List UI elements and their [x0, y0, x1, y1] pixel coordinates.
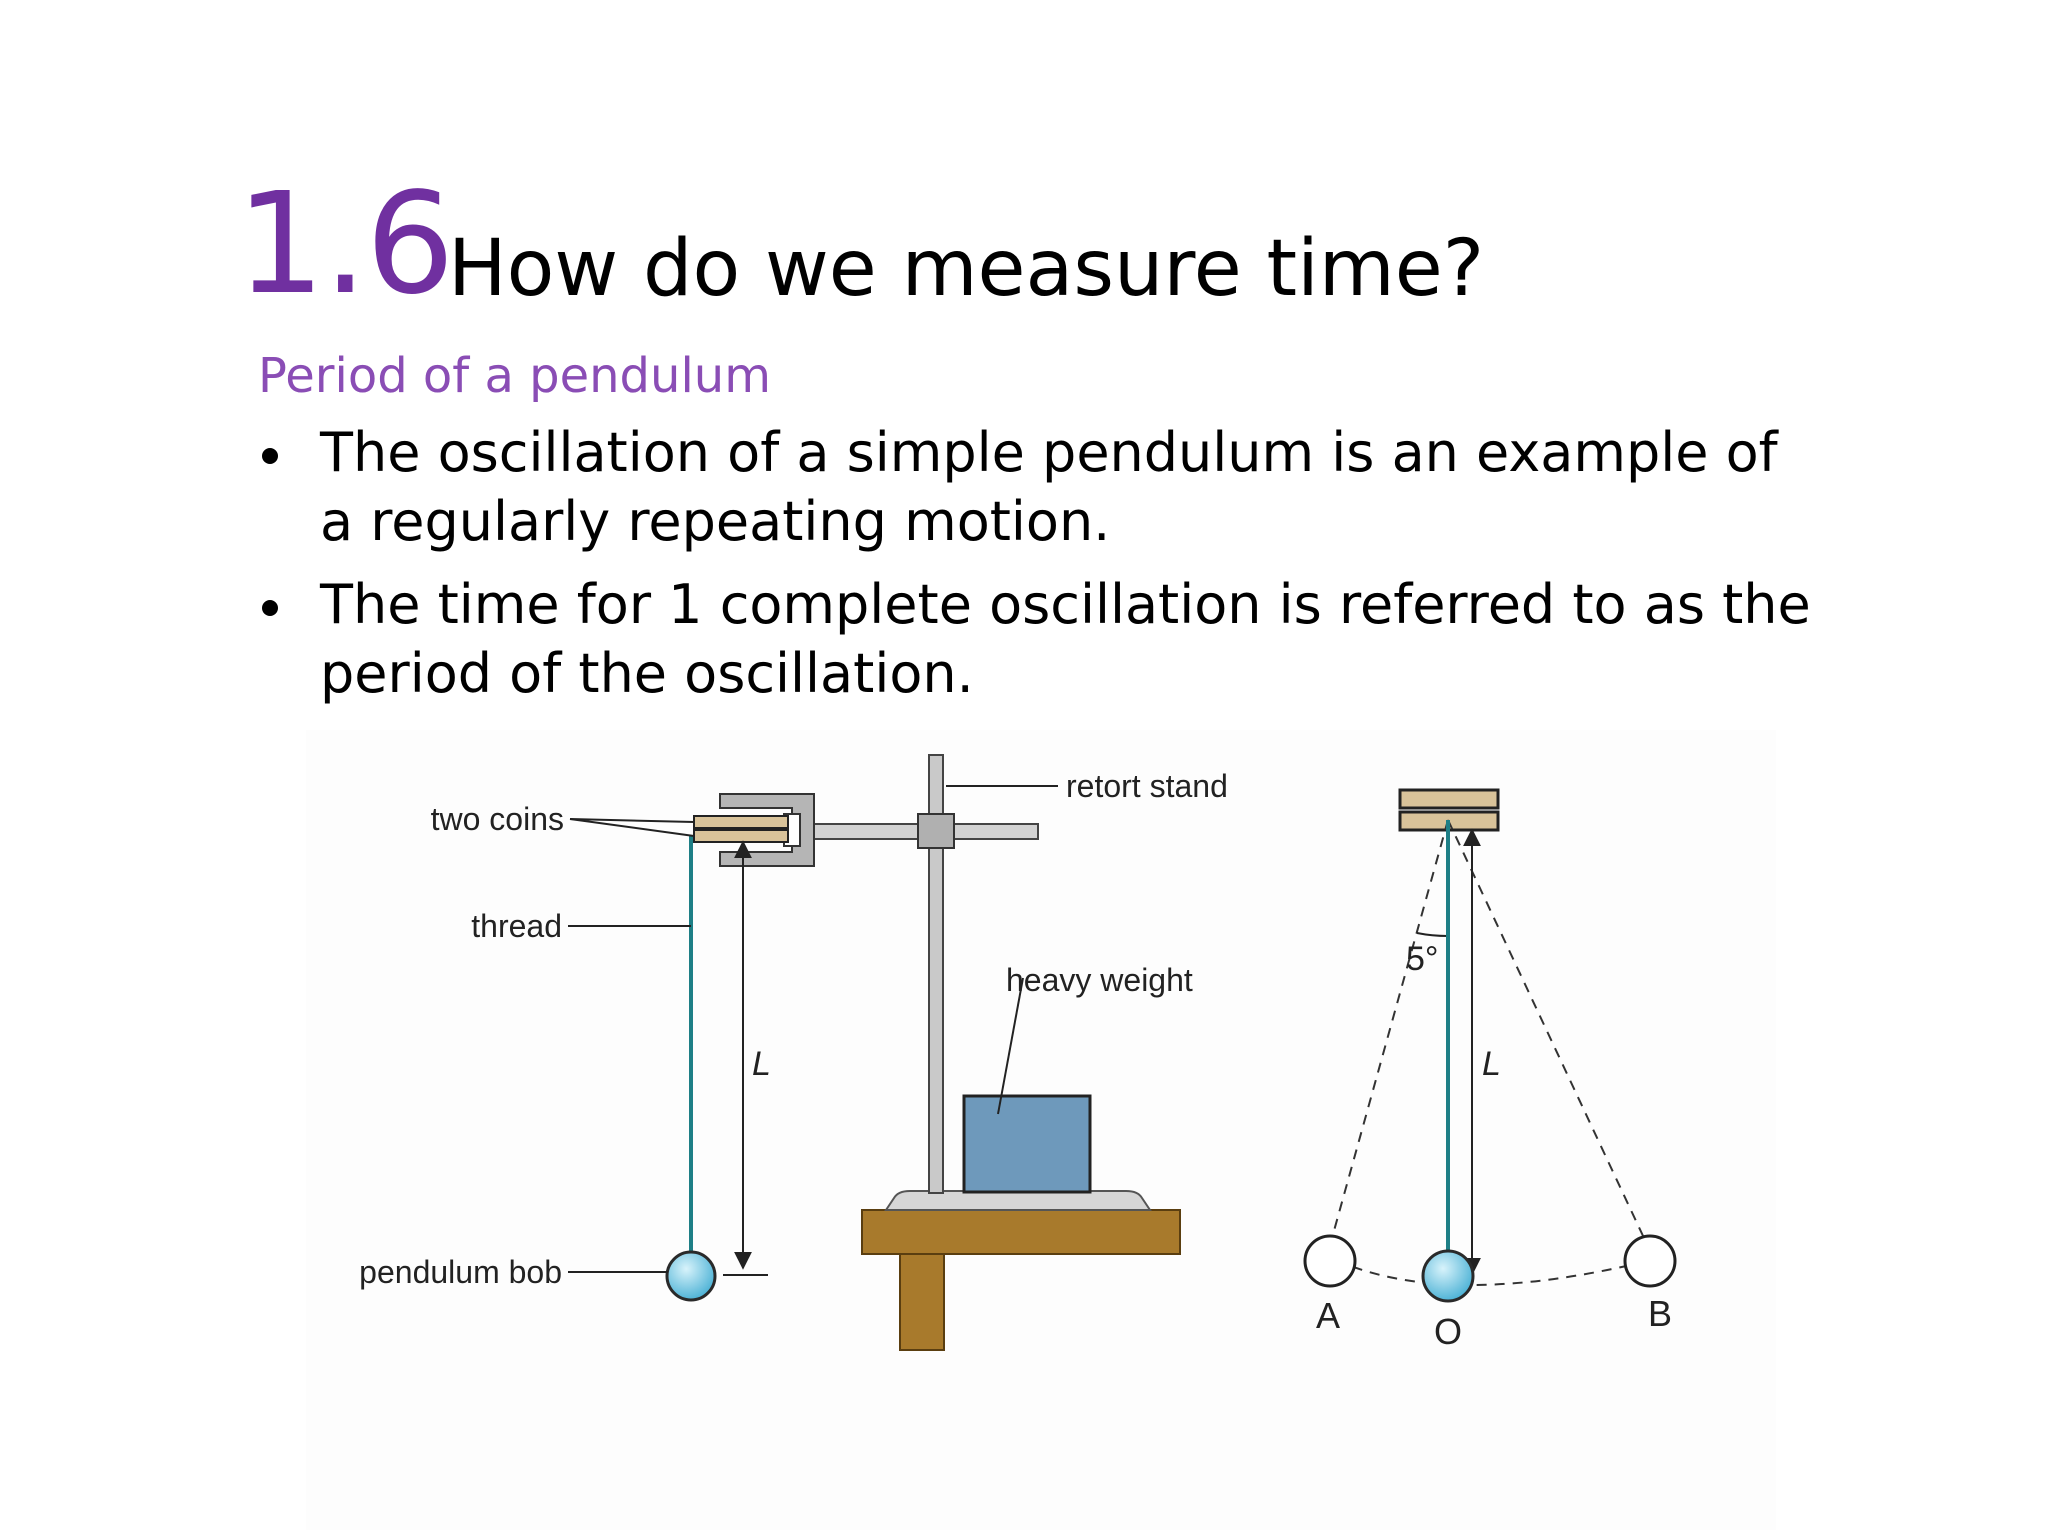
length-label-left: L	[752, 1045, 771, 1083]
coin-bottom	[693, 829, 789, 843]
boss-clamp	[917, 813, 955, 849]
label-retort-stand: retort stand	[1066, 768, 1228, 804]
bob-position-a	[1303, 1234, 1357, 1288]
label-point-a: A	[1316, 1295, 1340, 1336]
swing-line-b	[1447, 819, 1645, 1239]
pendulum-bob-center	[1421, 1249, 1475, 1303]
swing-arc	[1335, 1259, 1653, 1286]
label-point-o: O	[1434, 1311, 1462, 1352]
bullet-item: The time for 1 complete oscillation is r…	[258, 570, 1818, 708]
length-label-right: L	[1482, 1045, 1501, 1083]
leader-heavy-weight	[997, 977, 1024, 1115]
subheading: Period of a pendulum	[258, 348, 771, 404]
section-number: 1.6	[236, 163, 455, 326]
table-top	[861, 1209, 1181, 1255]
bullet-text: The oscillation of a simple pendulum is …	[320, 421, 1778, 553]
bullet-item: The oscillation of a simple pendulum is …	[258, 418, 1818, 556]
leader-two-coins-b	[569, 818, 695, 837]
heavy-weight-block	[962, 1094, 1092, 1194]
swing-line-a	[1331, 819, 1449, 1239]
pendulum-bob-left	[665, 1250, 717, 1302]
bullet-dot-icon	[262, 600, 278, 616]
angle-arc	[1416, 932, 1449, 937]
pendulum-diagram: L two coins thread pendulum bob retort s…	[306, 730, 1776, 1530]
label-thread: thread	[471, 908, 562, 944]
page-title: How do we measure time?	[448, 224, 1485, 314]
pivot-coin-top	[1398, 788, 1500, 810]
bob-position-b	[1623, 1234, 1677, 1288]
label-pendulum-bob: pendulum bob	[359, 1254, 562, 1290]
label-heavy-weight: heavy weight	[1006, 962, 1193, 998]
leader-two-coins-a	[569, 818, 695, 823]
label-angle: 5°	[1406, 940, 1439, 978]
coin-top	[693, 815, 789, 829]
retort-stand-rod	[928, 754, 944, 1194]
pendulum-diagram-svg: L two coins thread pendulum bob retort s…	[359, 754, 1677, 1352]
bullet-text: The time for 1 complete oscillation is r…	[320, 573, 1811, 705]
retort-stand-base	[884, 1190, 1152, 1211]
table-leg	[899, 1253, 945, 1351]
bullet-dot-icon	[262, 448, 278, 464]
bullet-list: The oscillation of a simple pendulum is …	[258, 418, 1818, 722]
label-point-b: B	[1648, 1293, 1672, 1334]
label-two-coins: two coins	[431, 801, 564, 837]
